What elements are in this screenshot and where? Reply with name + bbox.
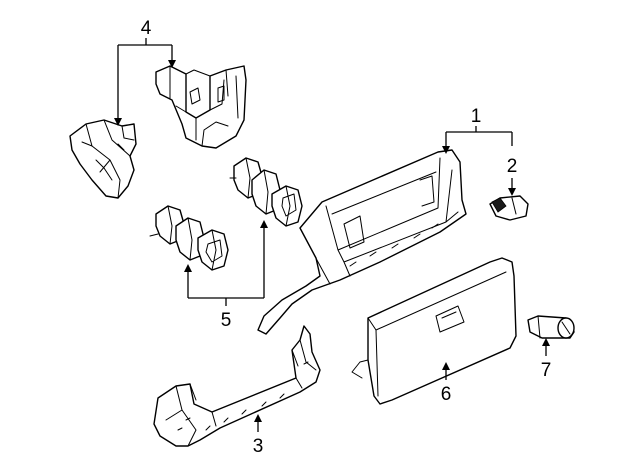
lower-brace-part bbox=[153, 325, 321, 447]
callout-4-label: 4 bbox=[141, 18, 152, 39]
callout-3-leader bbox=[254, 414, 262, 432]
callout-5-label: 5 bbox=[221, 310, 232, 331]
callout-7-label: 7 bbox=[541, 360, 552, 381]
latch-part bbox=[489, 195, 529, 221]
callout-2-leader bbox=[508, 178, 516, 196]
callout-5-leader bbox=[184, 220, 268, 306]
callout-2-label: 2 bbox=[507, 156, 518, 177]
housing-panel-part bbox=[257, 149, 467, 335]
callout-6-label: 6 bbox=[441, 384, 452, 405]
bracket-left-part bbox=[69, 119, 137, 199]
callout-4-leader bbox=[114, 38, 176, 126]
clip-set-upper-part bbox=[229, 157, 303, 227]
callout-6-leader bbox=[442, 362, 450, 380]
callout-3-label: 3 bbox=[253, 436, 264, 457]
callout-7-leader bbox=[542, 338, 550, 356]
callout-1-leader bbox=[442, 126, 513, 154]
callout-1-label: 1 bbox=[471, 106, 482, 127]
glove-box-door-part bbox=[351, 257, 517, 405]
bracket-right-part bbox=[155, 65, 247, 149]
lock-cylinder-part bbox=[527, 315, 575, 339]
clip-set-lower-part bbox=[149, 205, 229, 271]
